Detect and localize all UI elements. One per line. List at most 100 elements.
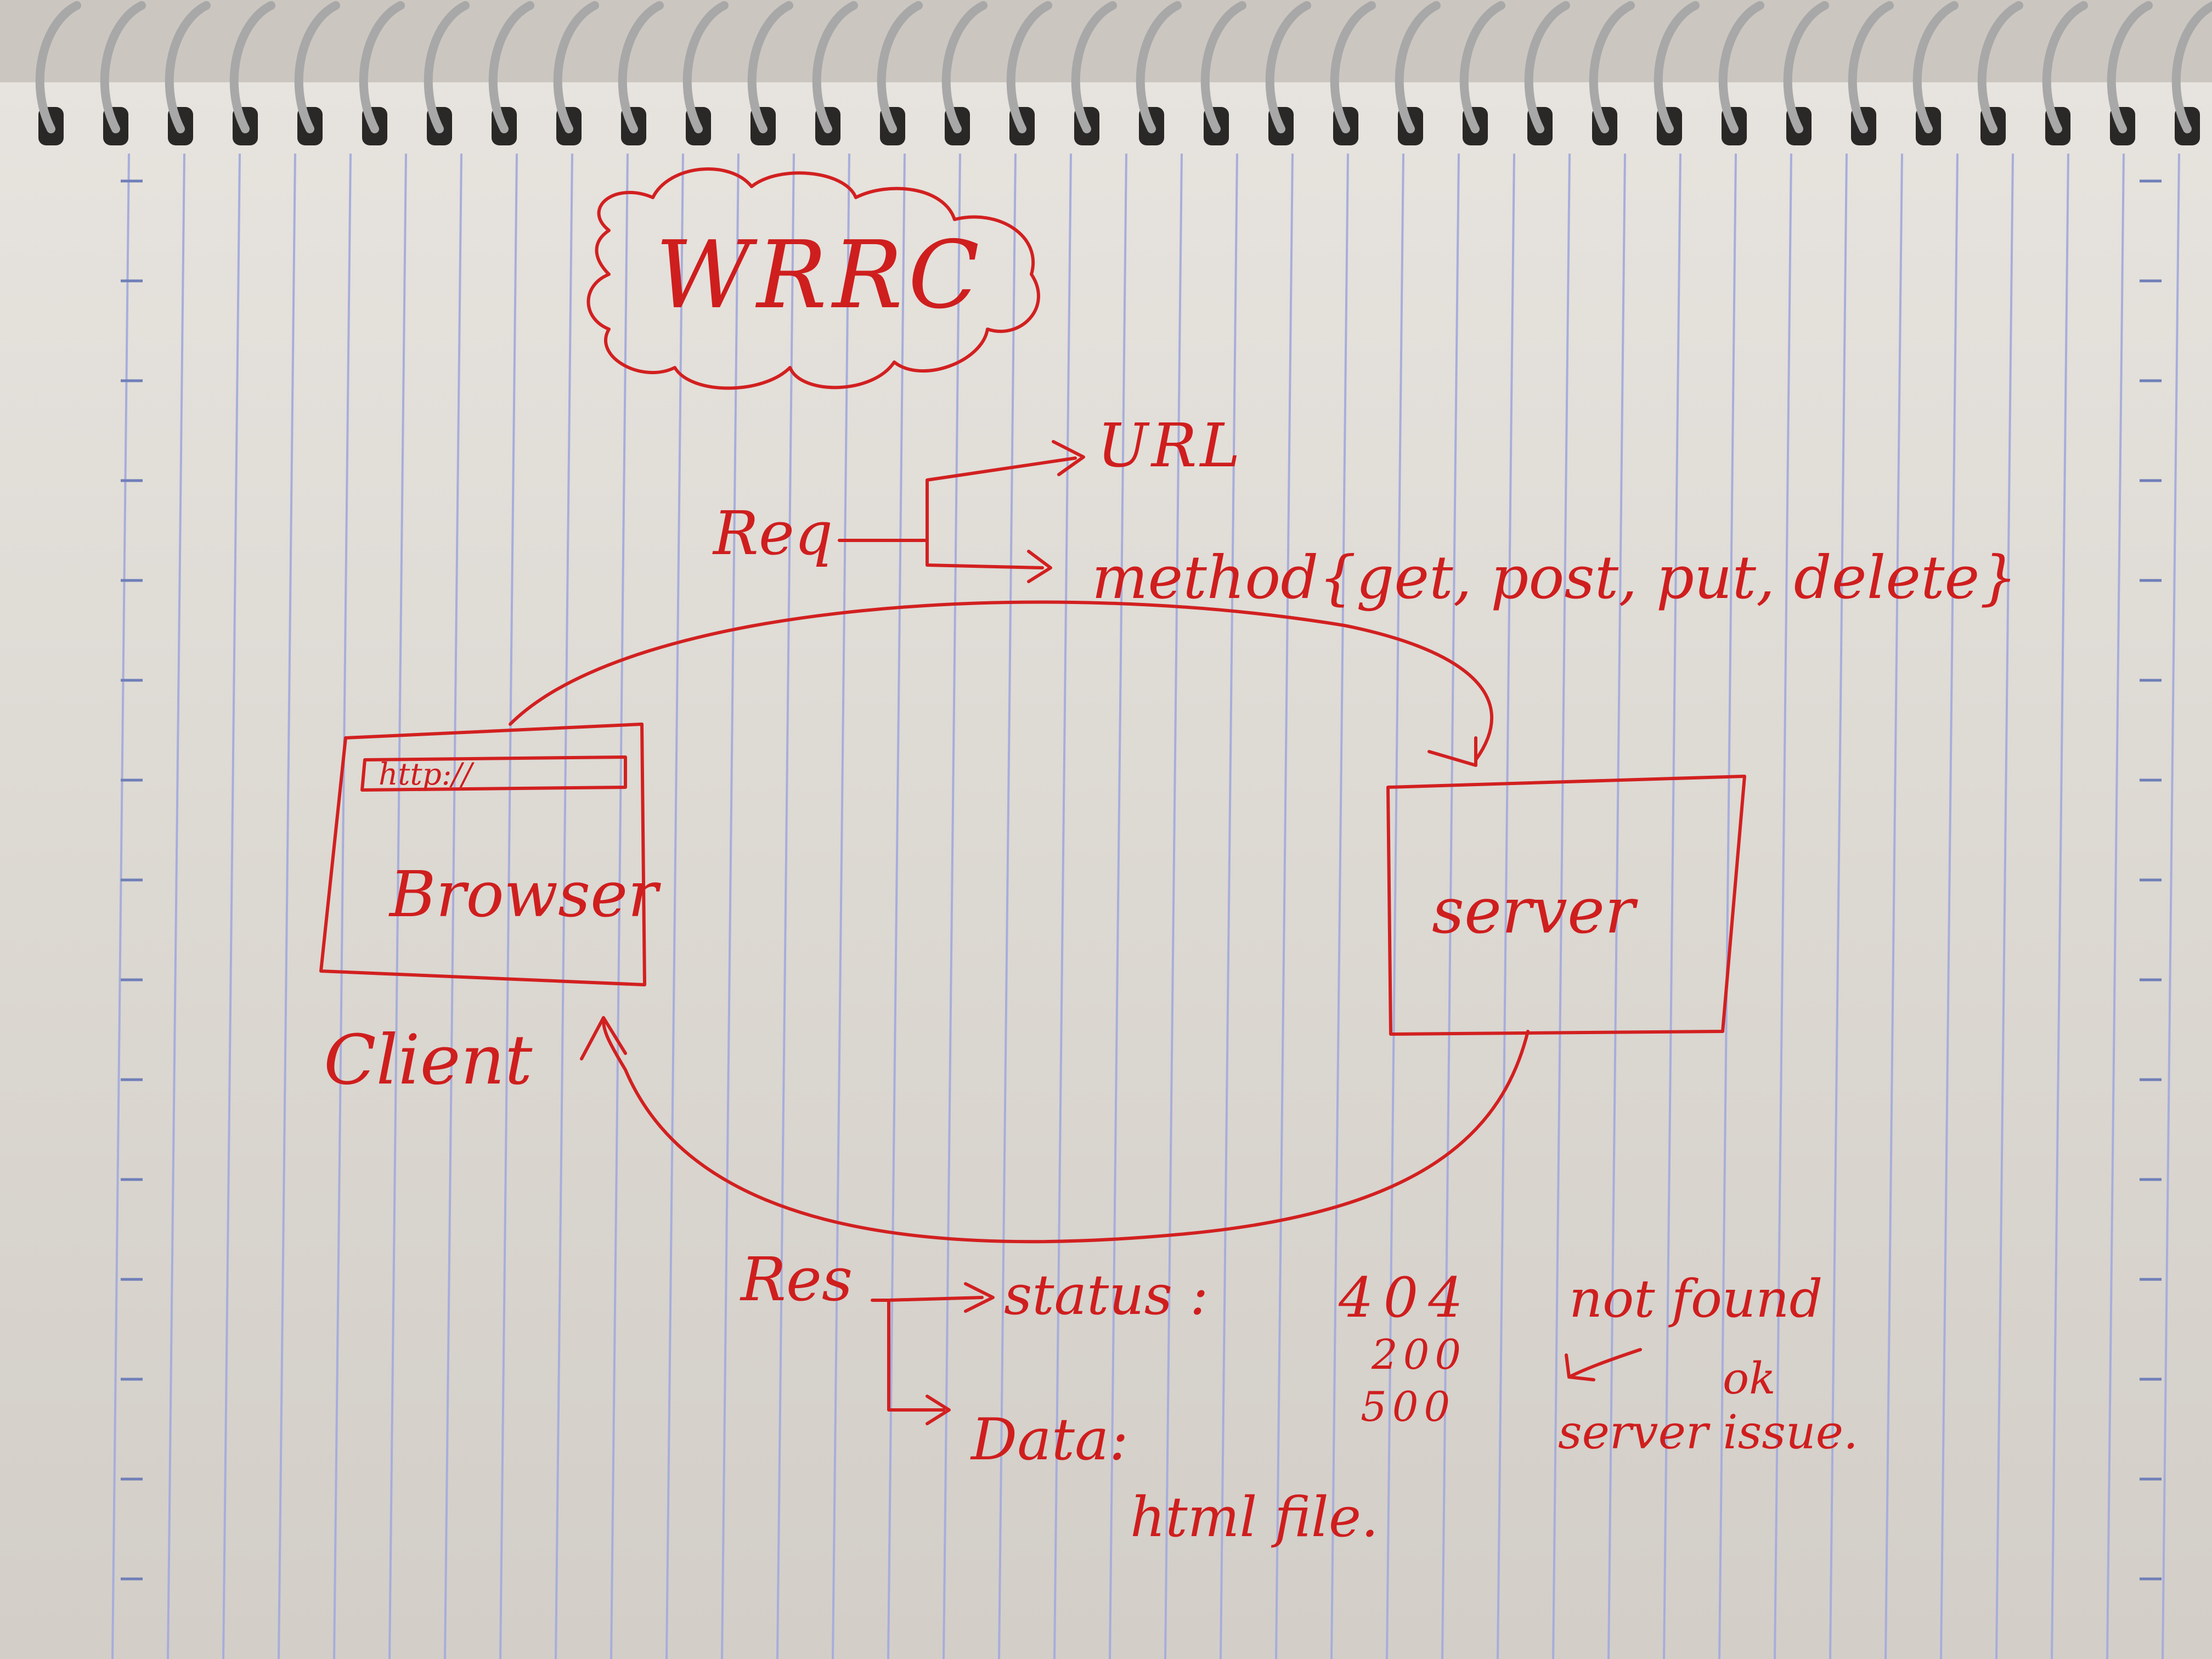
ruled-line bbox=[1884, 153, 1903, 1659]
client-label: Client bbox=[324, 1020, 533, 1100]
ruled-line bbox=[665, 153, 684, 1659]
ruled-line bbox=[1441, 153, 1460, 1659]
ruled-line bbox=[1774, 153, 1792, 1659]
spiral-coil bbox=[618, 1, 664, 133]
ruled-line bbox=[2106, 153, 2125, 1659]
response-branch-line bbox=[871, 1296, 984, 1412]
request-branch-line bbox=[838, 456, 1077, 569]
status-code-200: 200 bbox=[1371, 1330, 1466, 1379]
ruled-line bbox=[1718, 153, 1737, 1659]
browser-label: Browser bbox=[388, 858, 661, 932]
spiral-coil bbox=[877, 1, 923, 133]
spiral-coil bbox=[1395, 1, 1441, 133]
ruled-line bbox=[555, 153, 573, 1659]
spiral-coil bbox=[747, 1, 793, 133]
title-cloud-outline bbox=[586, 167, 1040, 390]
status-text-200: ok bbox=[1723, 1353, 1776, 1404]
ruled-line bbox=[1164, 153, 1183, 1659]
url-arrowhead bbox=[1052, 440, 1085, 476]
ruled-line bbox=[776, 153, 795, 1659]
ruled-line bbox=[1940, 153, 1959, 1659]
spiral-coil bbox=[229, 1, 275, 133]
margin-ticks bbox=[121, 179, 2162, 1581]
spiral-coil bbox=[2107, 1, 2153, 133]
ruled-line bbox=[1220, 153, 1238, 1659]
spiral-coil bbox=[1330, 1, 1376, 133]
spiral-coil bbox=[359, 1, 405, 133]
ruled-line bbox=[1386, 153, 1404, 1659]
ruled-line bbox=[388, 153, 407, 1659]
ruled-line bbox=[1497, 153, 1515, 1659]
browser-address-text: http:// bbox=[379, 757, 475, 792]
ruled-line bbox=[1330, 153, 1349, 1659]
ruled-line bbox=[499, 153, 518, 1659]
status-code-500: 500 bbox=[1361, 1383, 1455, 1431]
spiral-coil bbox=[424, 1, 470, 133]
ruled-line bbox=[1829, 153, 1848, 1659]
ruled-line bbox=[887, 153, 906, 1659]
status-text-404: not found bbox=[1569, 1269, 1822, 1329]
spiral-coil bbox=[1200, 1, 1246, 133]
data-label: Data: bbox=[970, 1406, 1128, 1473]
spiral-coil bbox=[682, 1, 729, 133]
ruled-line bbox=[1607, 153, 1626, 1659]
spiral-coil bbox=[1071, 1, 1117, 133]
response-arc-arrowhead bbox=[580, 1016, 627, 1060]
server-label: server bbox=[1432, 874, 1638, 948]
ruled-line bbox=[832, 153, 850, 1659]
spiral-coil bbox=[1977, 1, 2023, 133]
ruled-line bbox=[721, 153, 740, 1659]
spiral-coil bbox=[1718, 1, 1764, 133]
spiral-coil bbox=[35, 1, 81, 133]
spiral-coil bbox=[165, 1, 211, 133]
browser-frame bbox=[319, 723, 646, 986]
ok-pointer-arrow bbox=[1565, 1348, 1642, 1381]
ruled-lines bbox=[111, 153, 2180, 1659]
response-label: Res bbox=[740, 1244, 853, 1314]
ruled-line bbox=[111, 153, 130, 1659]
status-arrowhead bbox=[964, 1282, 995, 1313]
ruled-line bbox=[1053, 153, 1072, 1659]
ruled-line bbox=[943, 153, 961, 1659]
ruled-line bbox=[1995, 153, 2014, 1659]
spiral-coil bbox=[812, 1, 858, 133]
spiral-coil bbox=[1136, 1, 1182, 133]
ruled-line bbox=[333, 153, 352, 1659]
status-label: status : bbox=[1004, 1263, 1209, 1327]
spiral-coil bbox=[1848, 1, 1894, 133]
ruled-line bbox=[610, 153, 629, 1659]
spiral-coil bbox=[100, 1, 146, 133]
server-frame bbox=[1386, 775, 1746, 1036]
ruled-line bbox=[222, 153, 241, 1659]
title-text: WRRC bbox=[656, 221, 985, 330]
spiral-coil bbox=[1589, 1, 1635, 133]
browser-window: http:// Browser bbox=[319, 723, 661, 986]
ruled-line bbox=[1275, 153, 1294, 1659]
ruled-line bbox=[1109, 153, 1127, 1659]
ruled-line bbox=[1663, 153, 1681, 1659]
method-label: method{get, post, put, delete} bbox=[1092, 544, 2017, 612]
spiral-coil bbox=[2042, 1, 2088, 133]
spiral-coil bbox=[1006, 1, 1052, 133]
ruled-line bbox=[2162, 153, 2180, 1659]
response-arc bbox=[602, 1019, 1530, 1244]
status-text-500: server issue. bbox=[1558, 1406, 1858, 1460]
spiral-coil bbox=[1459, 1, 1505, 133]
ruled-line bbox=[998, 153, 1017, 1659]
spiral-coil bbox=[1654, 1, 1700, 133]
ruled-line bbox=[278, 153, 296, 1659]
ruled-line bbox=[2051, 153, 2069, 1659]
spiral-coil bbox=[1265, 1, 1311, 133]
request-label: Req bbox=[712, 498, 833, 568]
spiral-coil bbox=[2171, 1, 2212, 133]
browser-address-bar bbox=[360, 755, 627, 792]
ruled-line bbox=[167, 153, 185, 1659]
spiral-coil bbox=[1912, 1, 1959, 133]
ruled-line bbox=[1552, 153, 1571, 1659]
data-value: html file. bbox=[1130, 1485, 1379, 1549]
url-label: URL bbox=[1097, 410, 1244, 481]
ruled-line bbox=[444, 153, 462, 1659]
method-arrowhead bbox=[1027, 550, 1052, 583]
